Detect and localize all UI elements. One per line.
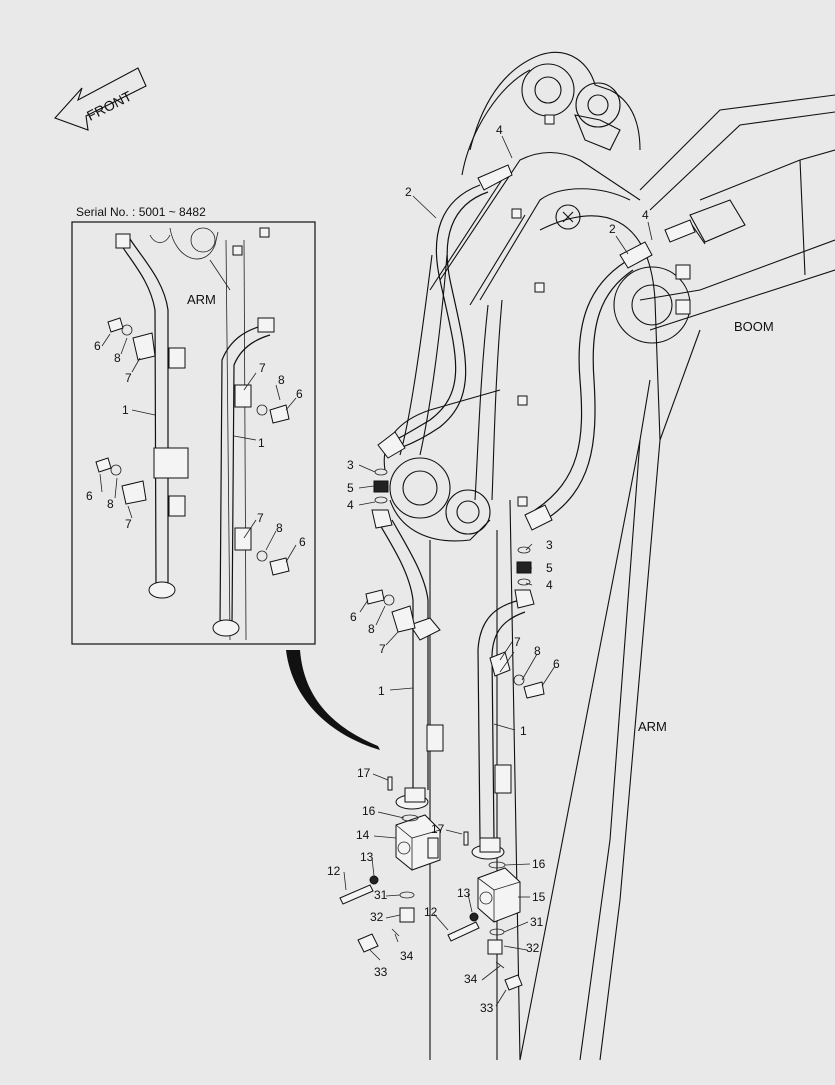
inset-serial-label: Serial No. : 5001 ~ 8482 xyxy=(76,205,206,219)
callout-33-left: 33 xyxy=(374,965,388,979)
callout-32-left: 32 xyxy=(370,910,384,924)
callout-5-left: 5 xyxy=(347,481,354,495)
callout-15: 15 xyxy=(532,890,546,904)
callout-3-right: 3 xyxy=(546,538,553,552)
callout-2-left: 2 xyxy=(405,185,412,199)
clamp-set-right xyxy=(513,674,545,699)
callout-5-right: 5 xyxy=(546,561,553,575)
boom-label: BOOM xyxy=(734,319,774,334)
lower-fittings-right xyxy=(447,831,523,991)
callout-16-right: 16 xyxy=(532,857,546,871)
callout-33-right: 33 xyxy=(480,1001,494,1015)
inset-callout-7c: 7 xyxy=(259,361,266,375)
valve-block-15 xyxy=(477,867,521,923)
callout-17-right: 17 xyxy=(431,822,445,836)
inset-arm-label: ARM xyxy=(187,292,216,307)
inset-callout-6d: 6 xyxy=(299,535,306,549)
callout-4-right-low: 4 xyxy=(546,578,553,592)
callout-12-left: 12 xyxy=(327,864,341,878)
callout-7-left: 7 xyxy=(379,642,386,656)
callout-6-right: 6 xyxy=(553,657,560,671)
pipe-right xyxy=(471,589,535,860)
callout-3-left: 3 xyxy=(347,458,354,472)
inset-callout-1b: 1 xyxy=(258,436,265,450)
callout-32-right: 32 xyxy=(526,941,540,955)
callout-1-right: 1 xyxy=(520,724,527,738)
callout-8-left: 8 xyxy=(368,622,375,636)
main-leader-lines xyxy=(343,135,653,1007)
valve-block-14 xyxy=(395,814,441,871)
clamp-set-left xyxy=(365,589,416,633)
inset-callout-7b: 7 xyxy=(125,517,132,531)
inset-callout-7a: 7 xyxy=(125,371,132,385)
inset-callout-8b: 8 xyxy=(107,497,114,511)
callout-7-right: 7 xyxy=(514,635,521,649)
inset-callout-8c: 8 xyxy=(278,373,285,387)
hose-left xyxy=(377,164,513,459)
callout-34-left: 34 xyxy=(400,949,414,963)
inset-callout-8d: 8 xyxy=(276,521,283,535)
boom-structure xyxy=(613,94,835,344)
inset-callout-7d: 7 xyxy=(257,511,264,525)
callout-31-left: 31 xyxy=(374,888,388,902)
callout-4-right: 4 xyxy=(642,208,649,222)
callout-4-left: 4 xyxy=(347,498,354,512)
callout-2-right: 2 xyxy=(609,222,616,236)
inset-pointer-arrow xyxy=(286,650,380,750)
inset-callout-6c: 6 xyxy=(296,387,303,401)
fittings-left xyxy=(373,468,389,504)
callout-6-left: 6 xyxy=(350,610,357,624)
inset-callout-8a: 8 xyxy=(114,351,121,365)
callout-13-left: 13 xyxy=(360,850,374,864)
callout-1-left: 1 xyxy=(378,684,385,698)
callout-4-top: 4 xyxy=(496,123,503,137)
callout-16-left: 16 xyxy=(362,804,376,818)
callout-13-right: 13 xyxy=(457,886,471,900)
callout-31-right: 31 xyxy=(530,915,544,929)
callout-12-right: 12 xyxy=(424,905,438,919)
lower-fittings-left xyxy=(339,776,419,953)
inset-callout-6b: 6 xyxy=(86,489,93,503)
hose-right xyxy=(524,219,696,531)
arm-label: ARM xyxy=(638,719,667,734)
arm-structure xyxy=(383,51,701,1061)
inset-callout-6a: 6 xyxy=(94,339,101,353)
inset-callout-1a: 1 xyxy=(122,403,129,417)
callout-14: 14 xyxy=(356,828,370,842)
callout-34-right: 34 xyxy=(464,972,478,986)
front-arrow: FRONT xyxy=(54,67,147,131)
fittings-right xyxy=(516,546,532,586)
callout-8-right: 8 xyxy=(534,644,541,658)
inset-panel: Serial No. : 5001 ~ 8482 ARM 6 8 7 1 6 8… xyxy=(71,205,316,645)
callout-17-left: 17 xyxy=(357,766,371,780)
pipe-left xyxy=(371,509,444,810)
